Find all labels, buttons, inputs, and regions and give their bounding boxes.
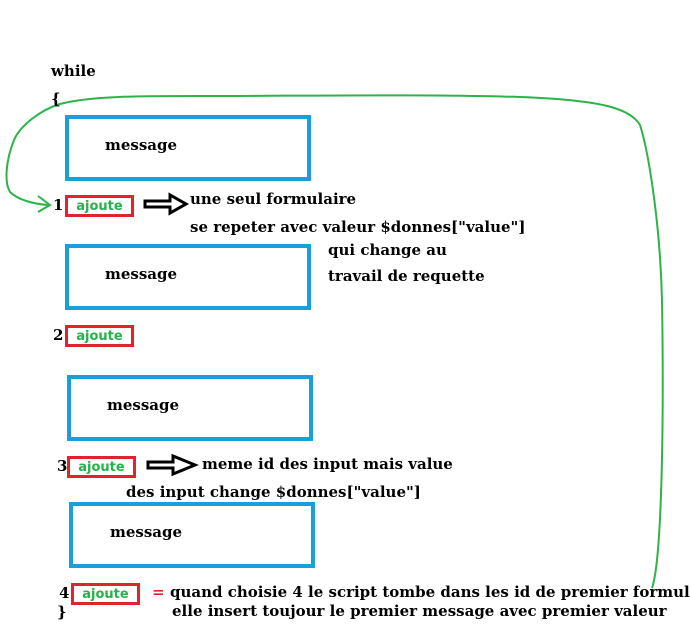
message-box-4 <box>69 502 315 568</box>
note3-line2: elle insert toujour le premier message a… <box>172 602 667 620</box>
block-number-3: 3 <box>57 457 68 475</box>
note3-line1: quand choisie 4 le script tombe dans les… <box>170 583 690 601</box>
message-box-2 <box>65 244 311 310</box>
note1-line4: travail de requette <box>328 267 485 285</box>
message-label-3: message <box>107 396 180 414</box>
note3-equals: = <box>152 583 165 601</box>
while-keyword: while <box>51 62 96 80</box>
note1-line1: une seul formulaire <box>190 190 357 208</box>
open-brace: { <box>51 90 61 108</box>
message-label-4: message <box>110 523 183 541</box>
note1-line2: se repeter avec valeur $donnes["value"] <box>190 218 526 236</box>
ajoute-button-2[interactable]: ajoute <box>65 325 134 347</box>
ajoute-button-1[interactable]: ajoute <box>65 195 134 217</box>
ajoute-button-4[interactable]: ajoute <box>71 583 140 605</box>
arrow-1-icon <box>143 192 190 216</box>
message-box-1 <box>65 115 311 181</box>
close-brace: } <box>57 603 67 621</box>
arrow-2-icon <box>146 453 199 477</box>
loop-arrowhead <box>37 195 52 213</box>
note1-line3: qui change au <box>328 241 447 259</box>
block-number-4: 4 <box>59 584 70 602</box>
message-label-2: message <box>105 265 178 283</box>
message-label-1: message <box>105 136 178 154</box>
block-number-2: 2 <box>53 326 64 344</box>
ajoute-button-3[interactable]: ajoute <box>67 456 136 478</box>
message-box-3 <box>67 375 313 441</box>
block-number-1: 1 <box>53 196 64 214</box>
note2-line2: des input change $donnes["value"] <box>126 483 421 501</box>
note2-line1: meme id des input mais value <box>202 455 453 473</box>
